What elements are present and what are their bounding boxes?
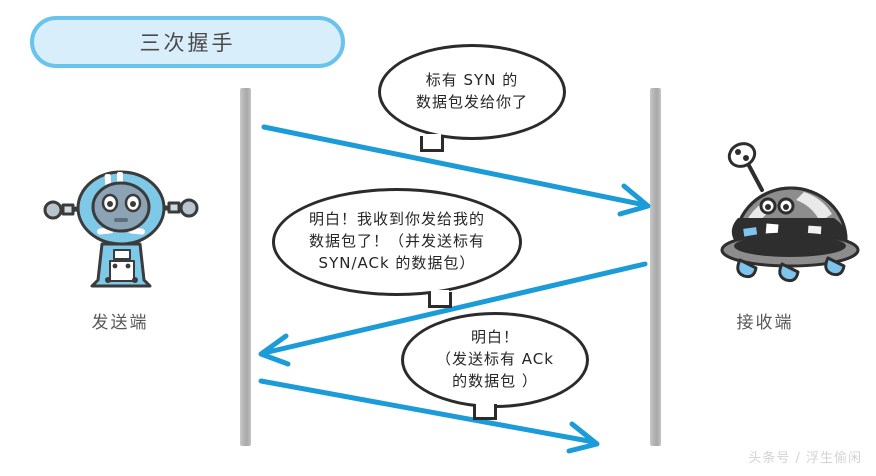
robot-sender-icon — [43, 170, 199, 288]
ufo-receiver-icon — [720, 142, 860, 283]
watermark: 头条号 / 浮生偷闲 — [748, 451, 862, 466]
speech-bubble-ack-tail-cover — [476, 402, 494, 407]
speech-bubble-syn-tail — [420, 136, 444, 152]
speech-bubble-synack-tail-cover — [431, 290, 449, 295]
page-title: 三次握手 — [139, 31, 236, 55]
receiver-lifeline — [650, 88, 661, 446]
sender-label: 发送端 — [91, 313, 149, 333]
bubble-syn-text: 标有 SYN 的 数据包发给你了 — [415, 71, 528, 111]
speech-bubble-ack-tail — [473, 404, 497, 420]
diagram-title-box: 三次握手 — [30, 16, 345, 68]
bubble-ack-text: 明白！ （发送标有 ACk 的数据包 ） — [436, 328, 554, 390]
speech-bubble-synack: 明白！我收到你发给我的 数据包了！（并发送标有 SYN/ACk 的数据包） — [272, 188, 522, 296]
arrow-synack-icon — [258, 261, 648, 367]
arrow-ack-icon — [258, 378, 600, 454]
speech-bubble-ack: 明白！ （发送标有 ACk 的数据包 ） — [401, 312, 589, 408]
bubble-synack-text: 明白！我收到你发给我的 数据包了！（并发送标有 SYN/ACk 的数据包） — [308, 210, 485, 272]
speech-bubble-syn-tail-cover — [423, 134, 441, 139]
arrow-syn-icon — [261, 124, 651, 217]
receiver-label: 接收端 — [736, 313, 794, 333]
sender-lifeline — [240, 88, 251, 446]
speech-bubble-syn: 标有 SYN 的 数据包发给你了 — [378, 44, 566, 140]
speech-bubble-synack-tail — [428, 292, 452, 308]
